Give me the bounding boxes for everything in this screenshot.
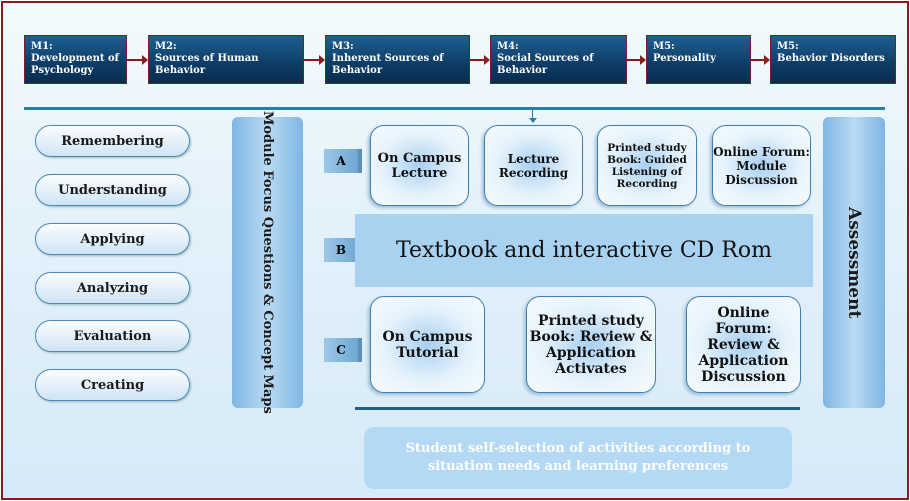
activity-box: Online Forum: Module Discussion	[712, 125, 811, 206]
module-title: Social Sources of Behavior	[497, 53, 594, 76]
assessment-bar: Assessment	[823, 117, 885, 408]
textbook-band: Textbook and interactive CD Rom	[355, 214, 813, 287]
focus-questions-bar: Module Focus Questions & Concept Maps	[232, 111, 303, 414]
activity-box: Online Forum: Review & Application Discu…	[686, 296, 801, 393]
module-title: Personality	[653, 53, 716, 64]
activity-box: Lecture Recording	[484, 125, 583, 206]
activity-box: Printed study Book: Guided Listening of …	[597, 125, 697, 206]
bloom-applying: Applying	[35, 223, 190, 255]
module-code: M4:	[497, 41, 519, 52]
module-m6: M5:Behavior Disorders	[770, 35, 896, 84]
module-title: Sources of Human Behavior	[155, 53, 259, 76]
module-m2: M2:Sources of Human Behavior	[148, 35, 304, 84]
module-title: Behavior Disorders	[777, 53, 885, 64]
bloom-remembering: Remembering	[35, 125, 190, 157]
module-code: M5:	[777, 41, 799, 52]
arrow-icon	[627, 55, 646, 65]
row-a-label: A	[324, 149, 362, 173]
module-m4: M4:Social Sources of Behavior	[490, 35, 627, 84]
footer-note: Student self-selection of activities acc…	[364, 427, 792, 489]
activity-box: Printed study Book: Review & Application…	[526, 296, 656, 393]
module-title: Inherent Sources of Behavior	[332, 53, 444, 76]
module-code: M3:	[332, 41, 354, 52]
assessment-label: Assessment	[844, 206, 864, 319]
module-m5: M5:Personality	[646, 35, 751, 84]
arrow-icon	[751, 55, 770, 65]
down-arrow-icon	[532, 109, 533, 119]
activity-box: On Campus Tutorial	[370, 296, 485, 393]
top-divider	[24, 107, 885, 110]
bloom-evaluation: Evaluation	[35, 320, 190, 352]
arrow-icon	[304, 55, 325, 65]
activity-box: On Campus Lecture	[370, 125, 469, 206]
row-c-label: C	[324, 338, 362, 362]
module-code: M5:	[653, 41, 675, 52]
arrow-head-icon	[529, 118, 537, 123]
arrow-icon	[470, 55, 490, 65]
bottom-divider	[355, 407, 800, 410]
module-code: M2:	[155, 41, 177, 52]
bloom-creating: Creating	[35, 369, 190, 401]
bloom-understanding: Understanding	[35, 174, 190, 206]
arrow-icon	[127, 55, 148, 65]
module-m1: M1:Development of Psychology	[24, 35, 127, 84]
module-title: Development of Psychology	[31, 53, 119, 76]
module-code: M1:	[31, 41, 53, 52]
module-m3: M3:Inherent Sources of Behavior	[325, 35, 470, 84]
bloom-analyzing: Analyzing	[35, 272, 190, 304]
focus-bar-label: Module Focus Questions & Concept Maps	[260, 111, 275, 414]
